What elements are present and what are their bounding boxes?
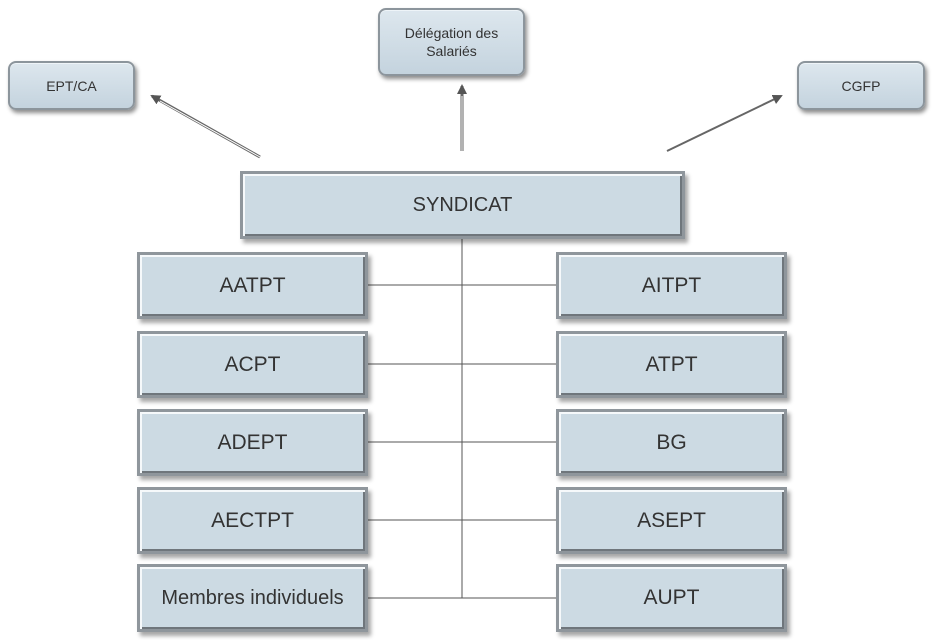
- member-left-2-label: ACPT: [224, 352, 281, 376]
- node-delegation-line1: Délégation des: [404, 25, 499, 41]
- member-right-2: ATPT: [556, 331, 787, 398]
- member-left-5-label: Membres individuels: [161, 586, 344, 609]
- node-delegation-salaries: Délégation des Salariés: [378, 8, 525, 76]
- node-ept-ca: EPT/CA: [8, 61, 135, 110]
- member-right-1: AITPT: [556, 252, 787, 319]
- member-right-3-label: BG: [656, 430, 687, 454]
- arrow-to-cgfp: [666, 94, 783, 152]
- member-left-5: Membres individuels: [137, 564, 368, 632]
- member-left-1-label: AATPT: [219, 273, 286, 297]
- node-delegation-salaries-label: Délégation des Salariés: [405, 24, 498, 60]
- member-right-4-label: ASEPT: [637, 508, 706, 532]
- node-delegation-line2: Salariés: [426, 43, 477, 59]
- node-cgfp-label: CGFP: [841, 77, 881, 94]
- member-left-2: ACPT: [137, 331, 368, 398]
- member-right-1-label: AITPT: [641, 273, 702, 297]
- member-left-3-label: ADEPT: [217, 430, 288, 454]
- member-right-4: ASEPT: [556, 487, 787, 554]
- member-right-5-label: AUPT: [643, 586, 700, 609]
- member-left-4-label: AECTPT: [211, 508, 294, 532]
- node-ept-ca-label: EPT/CA: [46, 77, 97, 94]
- member-left-3: ADEPT: [137, 409, 368, 476]
- member-right-5: AUPT: [556, 564, 787, 632]
- node-syndicat: SYNDICAT: [240, 171, 685, 239]
- member-left-1: AATPT: [137, 252, 368, 319]
- node-syndicat-label: SYNDICAT: [412, 193, 513, 216]
- member-right-3: BG: [556, 409, 787, 476]
- node-cgfp: CGFP: [797, 61, 925, 110]
- member-right-2-label: ATPT: [645, 352, 698, 376]
- member-left-4: AECTPT: [137, 487, 368, 554]
